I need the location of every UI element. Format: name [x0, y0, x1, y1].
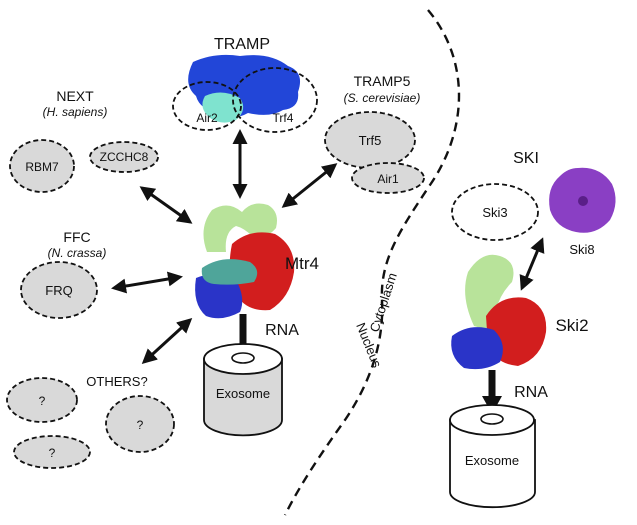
nuclear-boundary: [283, 9, 461, 516]
ski8-label: Ski8: [569, 242, 594, 257]
ski2-arch-domain: [465, 254, 514, 330]
rbm7-label: RBM7: [25, 160, 59, 174]
rbm7-oval: [9, 139, 75, 193]
ski2-label: Ski2: [555, 316, 588, 335]
unknown-label-2: ?: [137, 418, 144, 432]
mtr4-teal-domain: [201, 259, 258, 285]
ski8-center: [578, 196, 588, 206]
exosome-nucleus: Exosome: [203, 343, 283, 437]
ffc-complex: FFC (N. crassa) FRQ: [20, 229, 107, 319]
ski-title: SKI: [513, 150, 539, 167]
rna-label-nucleus: RNA: [265, 322, 299, 339]
arrow-ffc-mtr4: [111, 271, 183, 294]
mtr4-structure: Mtr4: [195, 203, 319, 319]
unknown-oval-1: [6, 377, 78, 423]
exosome-label-cytoplasm: Exosome: [465, 453, 519, 468]
trf4-label: Trf4: [273, 111, 294, 125]
unknown-label-3: ?: [49, 446, 56, 460]
frq-label: FRQ: [45, 283, 72, 298]
others-title: OTHERS?: [86, 374, 147, 389]
unknown-oval-3: [13, 435, 91, 469]
zcchc8-oval: [89, 141, 159, 173]
mtr4-label: Mtr4: [285, 254, 319, 273]
ffc-species: (N. crassa): [48, 246, 107, 260]
tramp-title: TRAMP: [214, 36, 270, 53]
unknown-oval-2: [105, 395, 175, 453]
others-group: OTHERS? ? ? ?: [6, 374, 175, 469]
exosome-cytoplasm: Exosome: [449, 404, 536, 509]
ski-complex: SKI Ski3 Ski8: [451, 150, 616, 257]
mtr4-blue-domain: [195, 274, 243, 319]
rna-label-cytoplasm: RNA: [514, 384, 548, 401]
mtr4-arch-domain: [203, 203, 277, 252]
next-species: (H. sapiens): [43, 105, 108, 119]
next-title: NEXT: [56, 88, 94, 104]
ffc-title: FFC: [63, 229, 90, 245]
air1-label: Air1: [377, 172, 399, 186]
arrow-ski-ski2: [519, 237, 545, 291]
exosome-label-nucleus: Exosome: [216, 386, 270, 401]
ski3-label: Ski3: [482, 205, 507, 220]
frq-oval: [20, 261, 98, 319]
ski3-oval: [451, 183, 539, 241]
tramp-complex: TRAMP Air2 Trf4: [172, 36, 318, 133]
arrow-next-mtr4: [139, 186, 193, 224]
unknown-label-1: ?: [39, 394, 46, 408]
tramp5-title: TRAMP5: [354, 73, 411, 89]
ski2-blue-domain: [451, 327, 503, 370]
trf4-outline: [232, 67, 318, 133]
tramp5-species: (S. cerevisiae): [344, 91, 421, 105]
arrow-others-mtr4: [141, 317, 193, 365]
zcchc8-label: ZCCHC8: [100, 150, 149, 164]
air2-label: Air2: [196, 111, 218, 125]
ski2-structure: Ski2: [451, 254, 589, 370]
mtr4-red-domain: [229, 232, 295, 311]
air1-oval: [351, 162, 425, 194]
air2-outline: [172, 81, 242, 131]
next-complex: NEXT (H. sapiens) RBM7 ZCCHC8: [9, 88, 159, 193]
arrow-tramp5-mtr4: [281, 163, 338, 208]
tramp5-complex: TRAMP5 (S. cerevisiae) Trf5 Air1: [324, 73, 425, 194]
trf5-label: Trf5: [359, 133, 382, 148]
cytoplasm-label: Cytoplasm: [367, 271, 400, 334]
